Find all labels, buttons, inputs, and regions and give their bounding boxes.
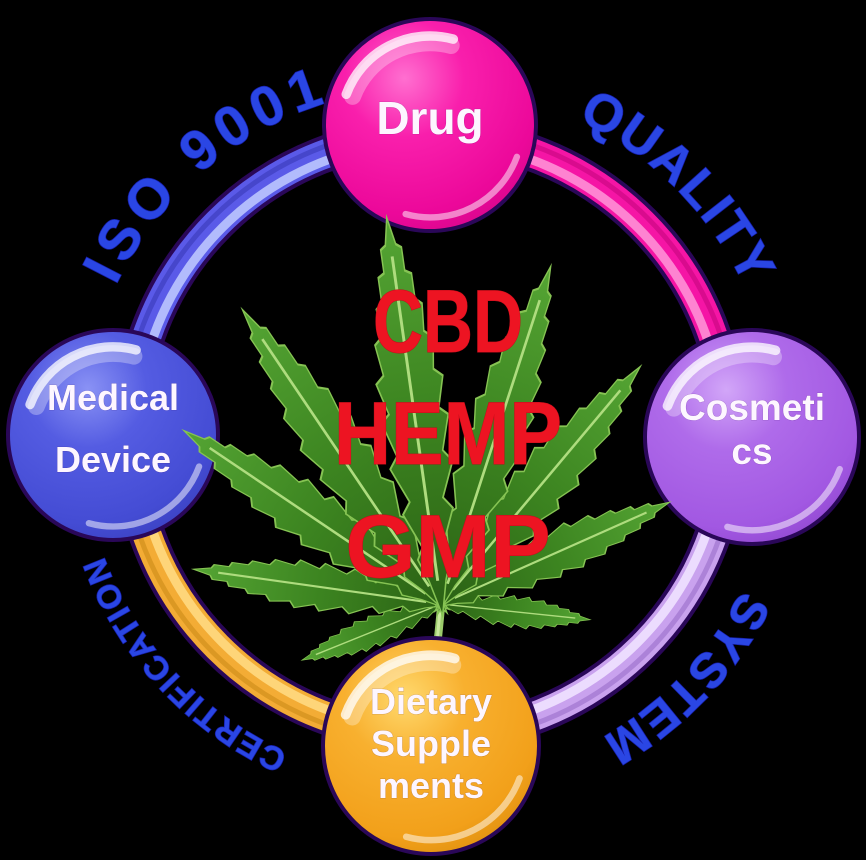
center-label-cbd: CBD: [373, 271, 523, 371]
ring-highlight-top-left: [138, 143, 374, 379]
node-cosmetics: Cosmeti cs: [643, 328, 861, 546]
node-dietary-supplements: Dietary Supple ments: [321, 636, 541, 856]
node-dietary-supplements-label-line1: Dietary: [370, 681, 492, 722]
node-drug-label: Drug: [376, 92, 483, 144]
node-medical-device: Medical Device: [6, 328, 220, 542]
node-medical-device-label-line2: Device: [55, 439, 171, 480]
center-label-gmp: GMP: [346, 496, 551, 596]
center-label-hemp: HEMP: [334, 383, 562, 483]
node-cosmetics-label-line1: Cosmeti: [679, 387, 825, 428]
center-text: CBD HEMP GMP: [334, 271, 563, 597]
ring-highlight-top-right: [486, 143, 722, 379]
node-cosmetics-label-line2: cs: [731, 431, 772, 472]
node-dietary-supplements-label-line3: ments: [378, 765, 484, 806]
ring-highlight-bottom-left: [138, 491, 374, 727]
ring-highlight-bottom-right: [486, 491, 722, 727]
node-dietary-supplements-label-line2: Supple: [371, 723, 491, 764]
node-medical-device-label-line1: Medical: [47, 377, 179, 418]
node-drug: Drug: [322, 17, 538, 233]
